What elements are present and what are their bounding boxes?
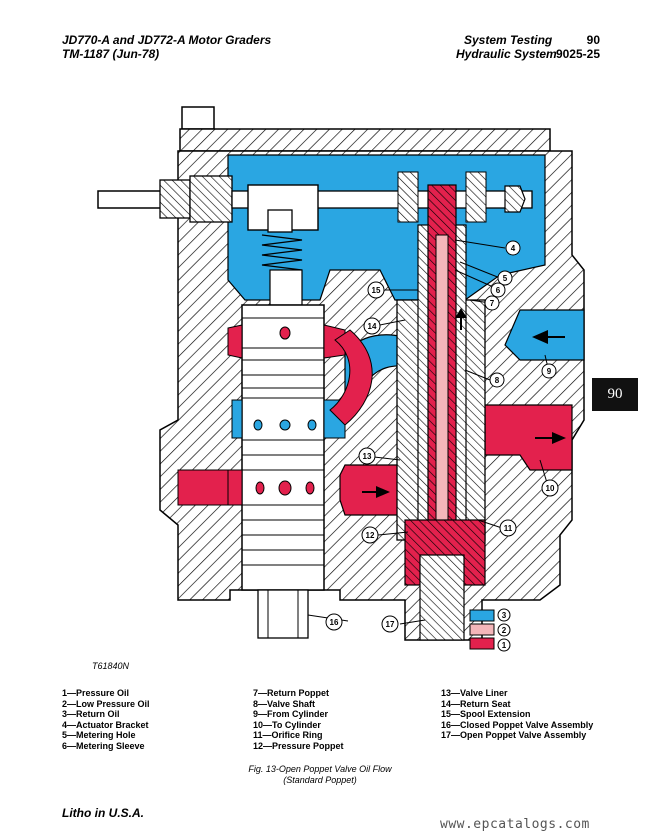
callout-12: 12 [366, 531, 375, 540]
callout-9: 9 [547, 367, 552, 376]
manual-number-date: TM-1187 (Jun-78) [62, 47, 160, 61]
callout-14: 14 [368, 322, 377, 331]
callout-10: 10 [546, 484, 555, 493]
callout-17: 17 [386, 620, 395, 629]
callout-4: 4 [511, 244, 516, 253]
legend-item: 12—Pressure Poppet [253, 740, 344, 751]
callout-3: 3 [502, 611, 507, 620]
figure-caption: Fig. 13-Open Poppet Valve Oil Flow (Stan… [200, 764, 440, 786]
callout-2: 2 [502, 626, 507, 635]
figure-id: T61840N [92, 661, 130, 671]
callout-11: 11 [504, 524, 513, 533]
spool [241, 304, 325, 591]
spool-grooves [242, 317, 324, 566]
legend-item: 2—Low Pressure Oil [62, 698, 150, 709]
legend-item: 4—Actuator Bracket [62, 719, 149, 730]
legend-column-3: 13—Valve Liner 14—Return Seat 15—Spool E… [441, 688, 593, 741]
valve-shaft [435, 234, 449, 546]
legend-item: 14—Return Seat [441, 698, 511, 709]
legend-item: 5—Metering Hole [62, 730, 136, 741]
color-key [469, 609, 495, 650]
legend-item: 8—Valve Shaft [253, 698, 316, 709]
legend-item: 15—Spool Extension [441, 709, 531, 720]
callout-1: 1 [502, 641, 507, 650]
subsection-name: Hydraulic System [456, 47, 557, 61]
legend-item: 10—To Cylinder [253, 719, 321, 730]
spool-end [257, 589, 309, 639]
legend-item: 16—Closed Poppet Valve Assembly [441, 719, 594, 730]
spring [261, 234, 303, 271]
callout-5: 5 [503, 274, 508, 283]
printer-note: Litho in U.S.A. [62, 806, 144, 820]
callout-15: 15 [372, 286, 381, 295]
legend-column-1: 1—Pressure Oil 2—Low Pressure Oil 3—Retu… [62, 688, 150, 752]
callout-16: 16 [330, 618, 339, 627]
callout-6: 6 [496, 286, 501, 295]
caption-subtitle: (Standard Poppet) [283, 775, 357, 785]
callouts: 4 5 6 7 8 9 10 11 12 13 14 15 16 17 3 2 … [325, 240, 559, 652]
legend-column-2: 7—Return Poppet 8—Valve Shaft 9—From Cyl… [253, 688, 344, 752]
open-poppet-valve-assembly [419, 554, 465, 641]
spool-extension [269, 269, 303, 306]
legend-item: 9—From Cylinder [253, 709, 329, 720]
arrow-in-return [532, 330, 548, 344]
legend-item: 3—Return Oil [62, 709, 120, 720]
callout-8: 8 [495, 376, 500, 385]
legend-item: 1—Pressure Oil [62, 688, 130, 698]
legend-item: 11—Orifice Ring [253, 730, 323, 741]
section-number: 90 [586, 33, 600, 47]
page-number: 9025-25 [555, 47, 600, 61]
watermark-url: www.epcatalogs.com [440, 817, 590, 832]
callout-7: 7 [490, 299, 495, 308]
spool-nut [267, 209, 293, 233]
section-tab: 90 [592, 378, 638, 411]
metering-holes [253, 326, 317, 496]
legend-item: 17—Open Poppet Valve Assembly [441, 730, 587, 741]
legend-item: 13—Valve Liner [441, 688, 508, 698]
top-cover-plate [179, 128, 551, 152]
legend-item: 7—Return Poppet [253, 688, 330, 698]
callout-13: 13 [363, 452, 372, 461]
manual-title: JD770-A and JD772-A Motor Graders [62, 33, 272, 47]
caption-title: Fig. 13-Open Poppet Valve Oil Flow [248, 764, 392, 774]
top-cap-bolt [181, 106, 215, 130]
section-name: System Testing [464, 33, 553, 47]
legend-item: 6—Metering Sleeve [62, 740, 145, 751]
